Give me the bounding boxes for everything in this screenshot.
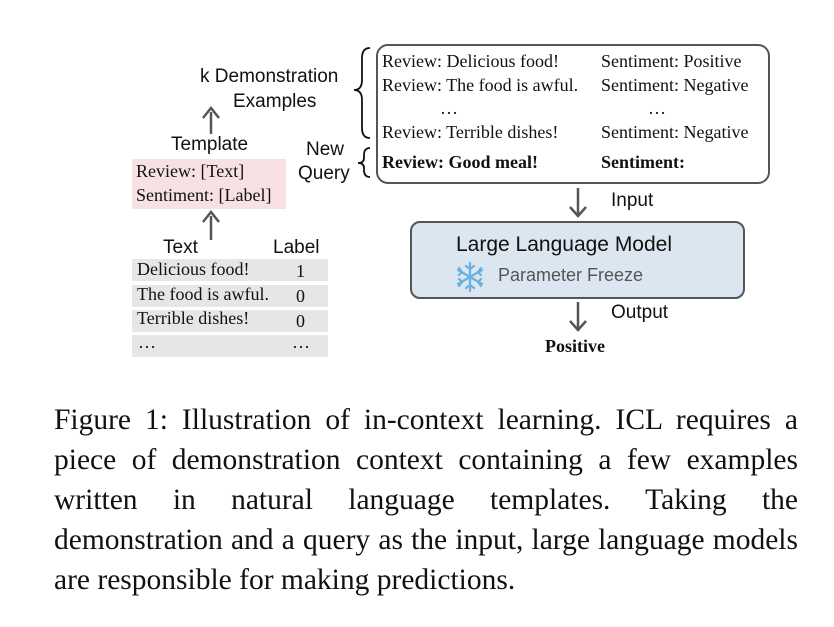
- demonstration-context-box: [376, 44, 770, 184]
- table-row-text: Terrible dishes!: [137, 308, 250, 328]
- parameter-freeze-label: Parameter Freeze: [498, 265, 644, 285]
- demo-ellipsis: …: [648, 98, 666, 118]
- demo-review: Review: Delicious food!: [382, 51, 559, 71]
- input-label: Input: [611, 190, 654, 211]
- output-label: Output: [611, 302, 669, 323]
- table-row-label: 1: [296, 261, 305, 281]
- demo-sentiment: Sentiment: Positive: [601, 51, 742, 71]
- arrow-template-to-demos: [202, 105, 220, 134]
- new-query-label-query: Query: [298, 163, 350, 184]
- demo-ellipsis: …: [440, 98, 458, 118]
- table-row: [132, 335, 328, 357]
- table-row: [132, 259, 328, 281]
- k-demonstration-label: k Demonstration: [200, 66, 339, 87]
- brace-demonstrations: [353, 47, 371, 139]
- table-row: [132, 310, 328, 332]
- arrow-input: [569, 188, 587, 218]
- demo-sentiment: Sentiment: Negative: [601, 75, 749, 95]
- table-header-label: Label: [273, 237, 320, 258]
- query-review: Review: Good meal!: [382, 152, 538, 172]
- template-label: Template: [171, 134, 249, 155]
- template-box: [132, 159, 286, 209]
- llm-title: Large Language Model: [456, 233, 673, 256]
- table-row-text: …: [138, 332, 156, 352]
- brace-new-query: [357, 147, 371, 178]
- examples-label: Examples: [233, 91, 317, 112]
- table-row-label: 0: [296, 311, 305, 331]
- template-sentiment-line: Sentiment: [Label]: [136, 185, 272, 205]
- query-sentiment: Sentiment:: [601, 152, 685, 172]
- table-row-text: Delicious food!: [137, 259, 250, 279]
- table-row-label: …: [292, 332, 310, 352]
- new-query-label-new: New: [306, 139, 345, 160]
- figure-caption: Figure 1: Illustration of in-context lea…: [54, 404, 798, 596]
- template-review-line: Review: [Text]: [136, 161, 245, 181]
- demo-sentiment: Sentiment: Negative: [601, 122, 749, 142]
- table-row-label: 0: [296, 286, 305, 306]
- table-row-text: The food is awful.: [137, 284, 269, 304]
- table-header-text: Text: [163, 237, 198, 258]
- arrow-table-to-template: [202, 209, 220, 240]
- prediction-output: Positive: [545, 336, 605, 356]
- demo-review: Review: The food is awful.: [382, 75, 579, 95]
- demo-review: Review: Terrible dishes!: [382, 122, 559, 142]
- arrow-output: [569, 302, 587, 332]
- table-row: [132, 285, 328, 307]
